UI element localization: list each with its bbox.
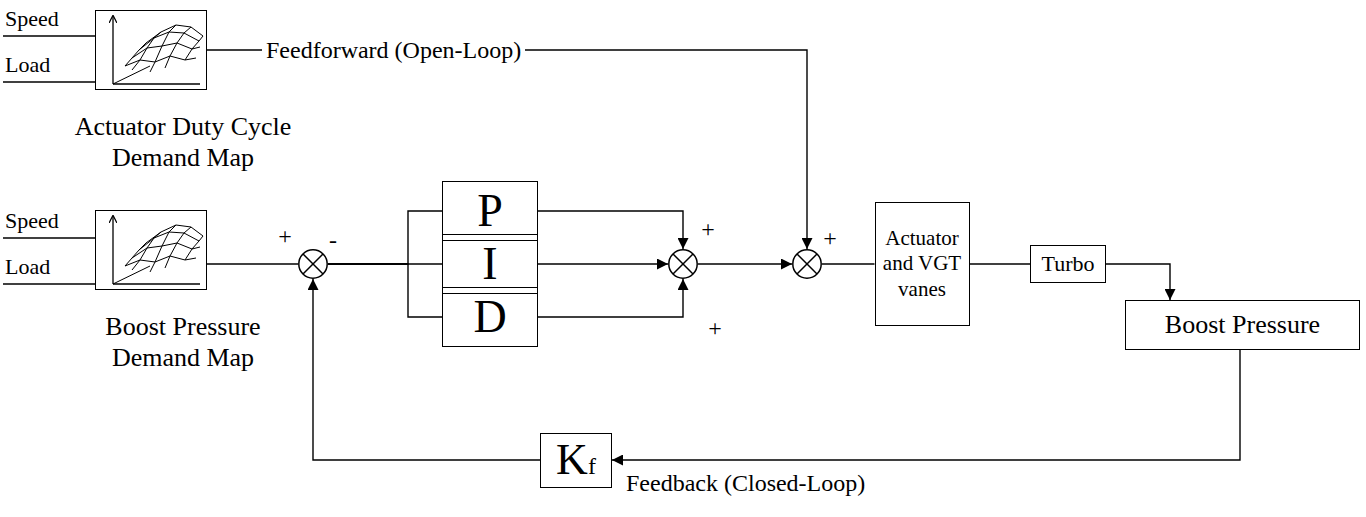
sign-symbol: + [701,217,715,241]
block-label: P [477,187,503,235]
signal-connector [207,50,807,249]
derivative-block: D [442,287,538,346]
signal-connector [1106,264,1170,300]
sign-symbol: + [278,224,292,248]
box-text-group: I [482,240,497,288]
junction-symbol [668,249,698,279]
map-illustration [113,216,203,284]
box-text-group: D [473,293,506,341]
input-line [3,81,95,82]
signal-connector [328,264,442,317]
block-label: I [482,240,497,288]
block-label: D [473,293,506,341]
proportional-block: P [442,181,538,240]
map-caption: Boost Pressure Demand Map [63,311,303,373]
block-label: Actuator and VGT vanes [876,226,969,302]
signal-connector [207,263,298,264]
map-illustration [113,16,203,84]
signal-connector [313,279,540,460]
junction-symbol [298,249,328,279]
sign-symbol: + [823,226,837,250]
connector-label: Feedforward (Open-Loop) [262,37,525,63]
map-caption: Actuator Duty Cycle Demand Map [63,111,303,173]
block-label: Kf [556,438,596,482]
map-box: Actuator Duty Cycle Demand Map [95,10,207,90]
sign-symbol: + [708,316,722,340]
signal-connector [970,263,1031,264]
box-text-group: Actuator and VGT vanes [876,226,969,302]
junction-symbol [792,249,822,279]
signal-connector [612,350,1240,460]
integral-block: I [442,234,538,293]
feedback-gain-box: Kf [540,433,612,488]
box-text-group: P [477,187,503,235]
summing-junction: + [792,249,822,279]
box-text-group: Turbo [1042,251,1095,277]
sign-symbol: - [329,228,337,252]
signal-connector [538,263,668,264]
signal-connector [822,263,875,264]
block-label: Turbo [1042,251,1095,277]
input-line [3,283,95,284]
speed-input-label: Speed [5,210,59,232]
box-text-group: Boost Pressure [1165,309,1320,340]
box-text-group: Kf [556,438,596,482]
load-input-label: Load [5,256,50,278]
signal-connector [328,211,442,264]
connector-label: Feedback (Closed-Loop) [622,470,869,496]
load-input-label: Load [5,54,50,76]
summing-junction: ++ [668,249,698,279]
speed-input-label: Speed [5,8,59,30]
input-line [3,35,95,36]
turbo-box: Turbo [1030,245,1106,283]
actuator-box: Actuator and VGT vanes [875,202,970,326]
summing-junction: +- [298,249,328,279]
signal-connector [538,279,683,317]
map-box: Boost Pressure Demand Map [95,210,207,290]
block-label: Boost Pressure [1165,309,1320,340]
boost-pressure-box: Boost Pressure [1125,300,1360,350]
signal-connector [538,211,683,249]
input-line [3,237,95,238]
signal-connector [698,263,792,264]
